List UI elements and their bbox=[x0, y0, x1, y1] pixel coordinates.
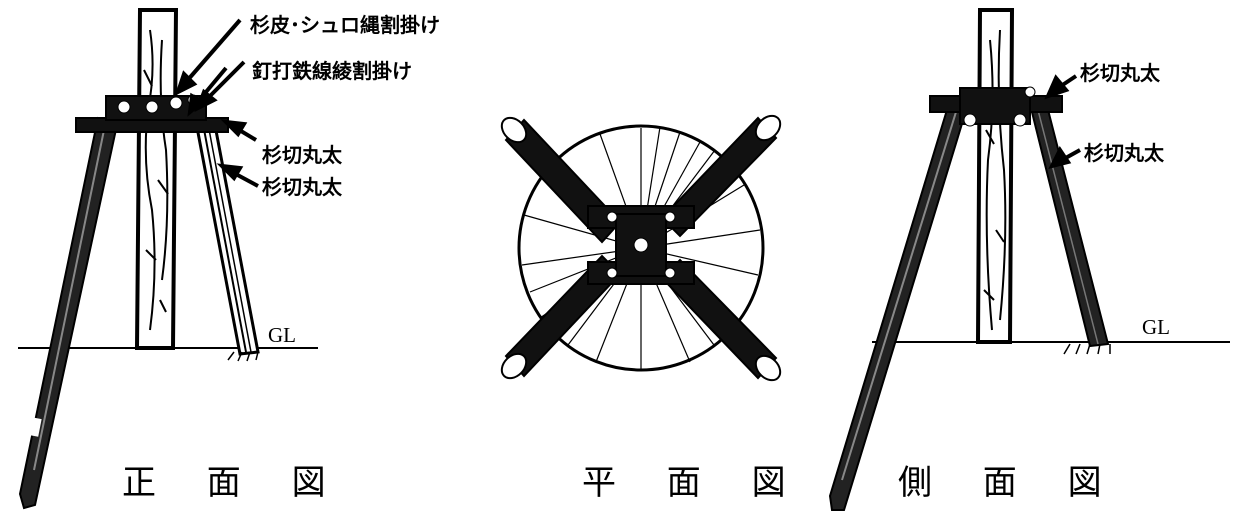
side-view: 杉切丸太 杉切丸太 GL 側 面 図 bbox=[828, 8, 1230, 511]
side-label-cross-log: 杉切丸太 bbox=[1080, 61, 1161, 85]
side-view-caption: 側 面 図 bbox=[898, 463, 1122, 503]
side-right-strut bbox=[1028, 100, 1111, 355]
plan-center bbox=[587, 205, 695, 285]
side-label-strut-log: 杉切丸太 bbox=[1084, 141, 1165, 165]
label-bark-rope: 杉皮･シュロ縄割掛け bbox=[250, 13, 440, 37]
front-ground-label: GL bbox=[268, 323, 296, 347]
side-cross-bar bbox=[929, 86, 1063, 127]
front-trunk bbox=[134, 8, 179, 350]
plan-view-caption: 平 面 図 bbox=[582, 463, 806, 503]
front-leader-arrows bbox=[174, 18, 259, 188]
side-trunk bbox=[975, 8, 1015, 344]
front-cross-bar bbox=[75, 94, 229, 133]
front-view-caption: 正 面 図 bbox=[122, 463, 346, 503]
plan-view: 平 面 図 bbox=[500, 114, 806, 503]
side-left-strut bbox=[828, 98, 970, 511]
front-label-strut-log: 杉切丸太 bbox=[262, 175, 343, 199]
front-right-strut bbox=[194, 118, 260, 362]
side-ground-label: GL bbox=[1142, 315, 1170, 339]
front-view: 杉皮･シュロ縄割掛け 釘打鉄線綾割掛け 杉切丸太 杉切丸太 GL 正 面 図 bbox=[18, 8, 440, 510]
plan-logs bbox=[500, 114, 782, 382]
side-leader-arrows bbox=[1044, 74, 1081, 169]
label-nail-wire: 釘打鉄線綾割掛け bbox=[252, 59, 412, 83]
front-label-cross-log: 杉切丸太 bbox=[262, 143, 343, 167]
front-left-strut bbox=[18, 116, 120, 510]
